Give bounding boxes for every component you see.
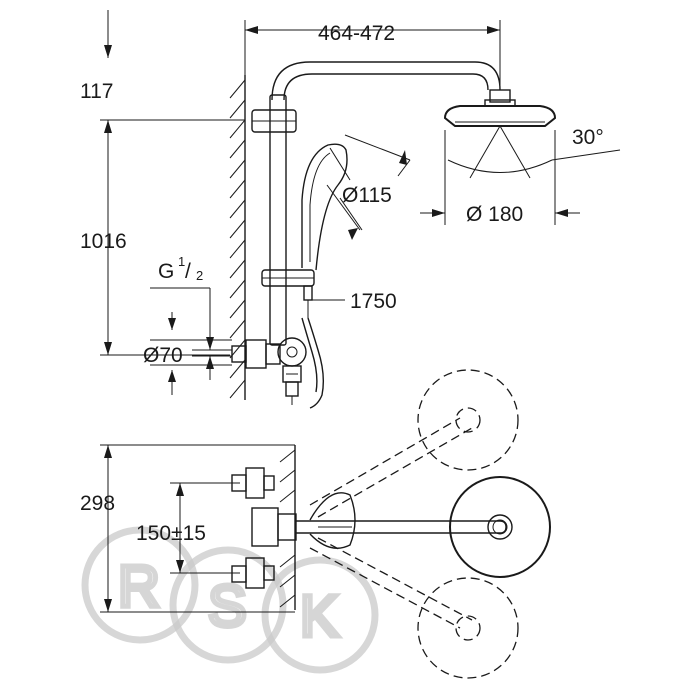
head-shower-diameter-label: Ø 180 [466,203,523,226]
head-shower-plan [449,476,551,578]
hand-shower: Ø115 [301,134,411,271]
slider-and-hose: 1750 [261,269,397,409]
tilt-angle-label: 30° [572,126,604,149]
hand-shower-diameter-label: Ø115 [342,184,392,207]
thread-fraction-slash: / [185,260,191,283]
watermark-letter-s: S [208,574,247,639]
height-dimensions: 117 1016 [80,10,245,356]
watermark-ring-1 [81,526,199,644]
connection-diameter-label: Ø70 [143,344,183,367]
arm-plan [296,492,507,549]
depth-dimensions: 298 150±15 [80,444,295,613]
arm-length-label: 464-472 [318,22,395,45]
wall-top [229,75,246,400]
wall-offset-label: 117 [80,80,113,103]
height-label: 1016 [80,230,127,253]
watermark-letter-r: R [118,554,160,619]
head-shower-diameter: Ø 180 [420,203,580,226]
wall-bottom [279,445,296,610]
center-distance-label: 150±15 [136,522,206,545]
thread-label: G [158,260,174,283]
depth-label: 298 [80,492,115,515]
shower-riser [251,61,511,346]
thermostat-plan [231,467,297,589]
watermark-letter-k: K [300,584,339,649]
arm-length-dimension: 464-472 [244,20,501,90]
hose-length-label: 1750 [350,290,397,313]
thread-dimension: G 1 / 2 Ø70 [143,254,232,395]
rotation-positions [309,369,519,679]
watermark-ring-3 [261,556,379,674]
thread-denominator: 2 [196,268,203,283]
wall-connection [231,337,307,405]
thread-numerator: 1 [178,254,185,269]
watermark: R S K [81,526,379,674]
tilt-angle-dimension: 30° [447,126,621,173]
